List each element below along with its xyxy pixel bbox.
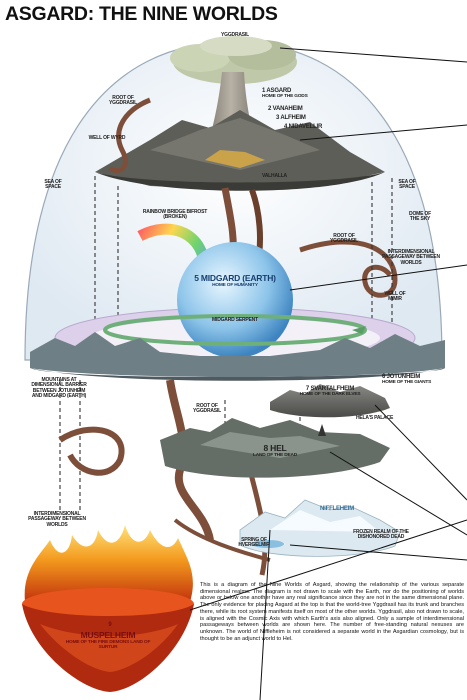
label-well-of-mimir: WELL OF MIMIR (378, 292, 412, 303)
label-vanaheim: 2 VANAHEIM (268, 106, 303, 112)
label-valhalla: VALHALLA (262, 174, 287, 179)
label-spring-of-hvergelmir: SPRING OF HVERGELMIR (234, 538, 274, 549)
label-niffleheim: NIFFLEHEIM (320, 506, 354, 512)
label-rainbow-bridge: RAINBOW BRIDGE BIFROST (BROKEN) (140, 210, 210, 221)
label-well-of-wyrd: WELL OF WYRD (88, 136, 126, 141)
label-dome-of-sky: DOME OF THE SKY (404, 212, 436, 223)
label-helas-palace: HELA'S PALACE (356, 416, 393, 421)
label-root-low: ROOT OF YGGDRASIL (186, 404, 228, 415)
label-sea-of-space-right: SEA OF SPACE (392, 180, 422, 191)
diagram-caption: This is a diagram of the Nine Worlds of … (200, 582, 464, 642)
diagram-title: ASGARD: THE NINE WORLDS (5, 3, 278, 26)
label-interdim-right: INTERDIMENSIONAL PASSAGEWAY BETWEEN WORL… (380, 250, 442, 266)
label-midgard: 5 MIDGARD (EARTH)HOME OF HUMANITY (180, 274, 290, 288)
label-root-top: ROOT OF YGGDRASIL (98, 96, 148, 107)
label-muspelheim-number: 9 (70, 622, 150, 628)
label-sea-of-space-left: SEA OF SPACE (38, 180, 68, 191)
label-nidavellir: 4 NIDAVELLIR (284, 124, 322, 130)
label-root-mid: ROOT OF YGGDRASIL (322, 234, 366, 245)
label-mountains-barrier: MOUNTAINS AT DIMENSIONAL BARRIER BETWEEN… (28, 378, 90, 399)
label-alfheim: 3 ALFHEIM (276, 115, 306, 121)
label-midgard-serpent: MIDGARD SERPENT (200, 318, 270, 323)
label-interdim-left: INTERDIMENSIONAL PASSAGEWAY BETWEEN WORL… (22, 512, 92, 528)
label-yggdrasil: YGGDRASIL (210, 33, 260, 38)
midgard-globe (177, 242, 293, 358)
label-frozen-realm: FROZEN REALM OF THE DISHONORED DEAD (350, 530, 412, 541)
